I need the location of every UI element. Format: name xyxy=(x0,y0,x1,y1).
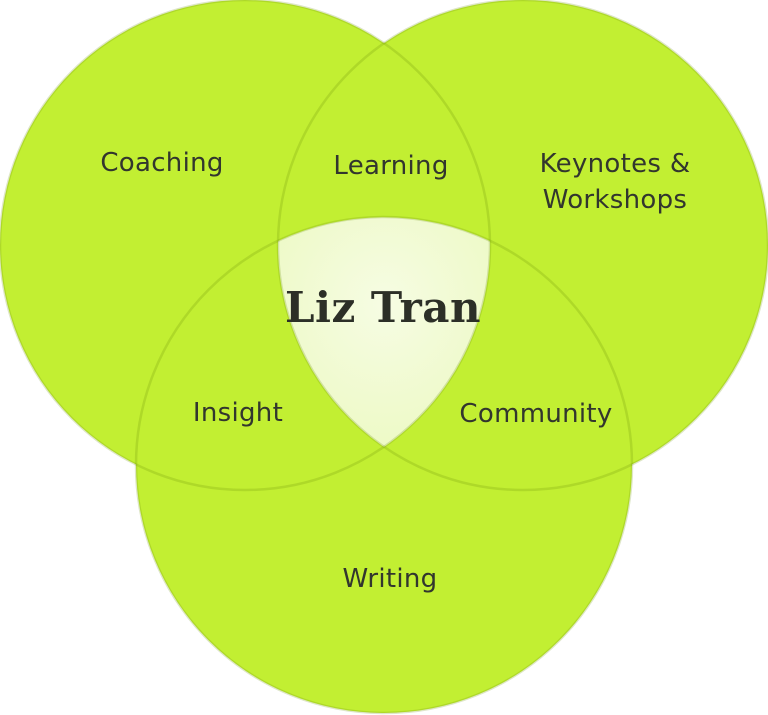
label-insight: Insight xyxy=(193,398,283,428)
circle-top-left-outline xyxy=(0,0,492,492)
label-keynotes-workshops-line2: Workshops xyxy=(543,185,688,215)
circle-top-right-outline xyxy=(276,0,768,492)
label-community: Community xyxy=(459,399,612,429)
label-keynotes-workshops-line1: Keynotes & xyxy=(540,149,691,179)
label-learning: Learning xyxy=(333,151,448,181)
circle-bottom xyxy=(136,217,632,713)
center-name-label: Liz Tran xyxy=(285,283,481,332)
label-coaching: Coaching xyxy=(100,148,223,178)
circle-bottom-outline xyxy=(134,215,634,715)
triple-intersection-shape xyxy=(277,217,491,447)
label-writing: Writing xyxy=(343,564,438,594)
